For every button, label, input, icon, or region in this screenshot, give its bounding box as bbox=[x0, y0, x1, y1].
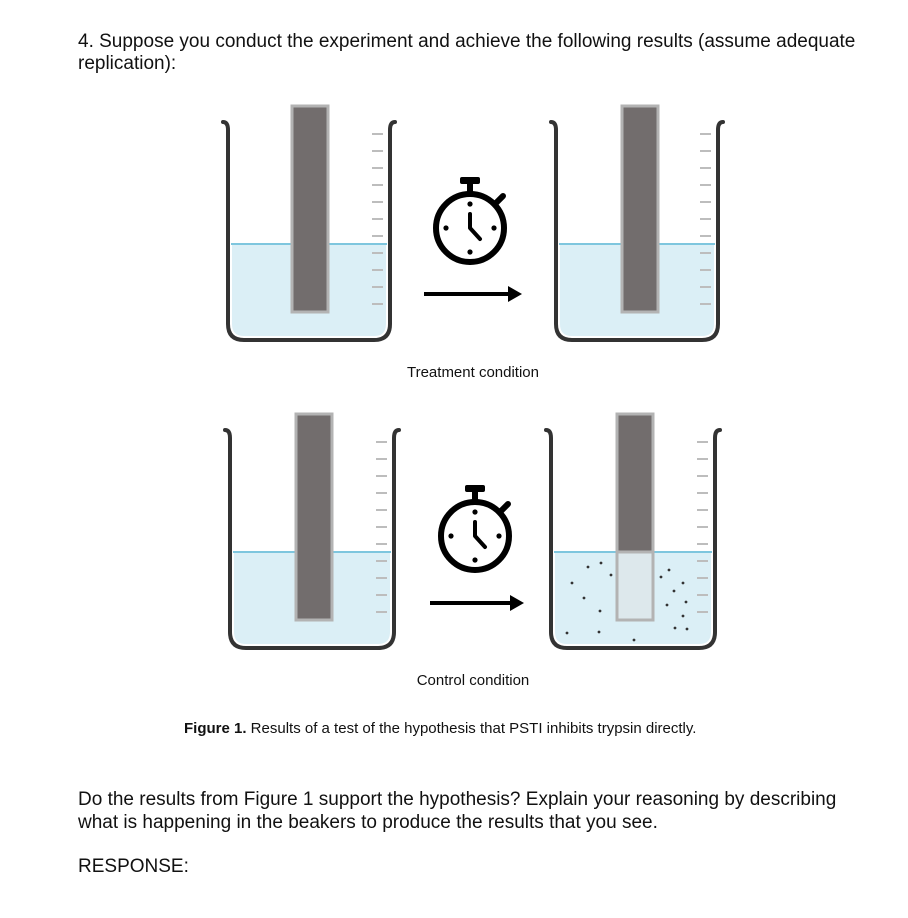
control-after-particle bbox=[565, 631, 569, 635]
control-after-particle bbox=[570, 581, 574, 585]
stopwatch-button bbox=[465, 485, 485, 492]
stopwatch-hour-mark bbox=[496, 533, 502, 539]
control-after-particle bbox=[582, 596, 586, 600]
figure-caption-text: Results of a test of the hypothesis that… bbox=[246, 720, 697, 737]
treatment-after-beaker-outline bbox=[549, 120, 725, 342]
stopwatch-hour-mark bbox=[467, 249, 473, 255]
control-after-particle bbox=[597, 630, 601, 634]
followup-question: Do the results from Figure 1 support the… bbox=[78, 789, 837, 833]
control-after-particle bbox=[632, 638, 636, 642]
control-before-film-strip bbox=[294, 412, 334, 622]
response-label: RESPONSE: bbox=[78, 856, 189, 877]
treatment-arrow-right-icon bbox=[424, 286, 522, 302]
control-after-cleared-film-base bbox=[615, 550, 655, 622]
treatment-condition-label: Treatment condition bbox=[406, 364, 539, 381]
control-condition-label: Control condition bbox=[416, 672, 530, 689]
control-after-particle bbox=[672, 589, 676, 593]
stopwatch-stem bbox=[472, 491, 478, 501]
stopwatch-hands bbox=[468, 212, 482, 241]
figure-caption: Figure 1. Results of a test of the hypot… bbox=[184, 720, 696, 738]
control-after-particle bbox=[681, 581, 685, 585]
control-after-particle bbox=[681, 614, 685, 618]
question-text: 4. Suppose you conduct the experiment an… bbox=[78, 31, 856, 74]
control-after-particle bbox=[586, 565, 590, 569]
figure-caption-number: Figure 1. bbox=[184, 720, 247, 737]
control-after-film-strip bbox=[615, 412, 655, 554]
stopwatch-button bbox=[460, 177, 480, 184]
control-stopwatch-icon bbox=[438, 485, 512, 573]
stopwatch-hour-mark bbox=[443, 225, 449, 231]
stopwatch-side-button bbox=[493, 193, 506, 206]
treatment-before-film-strip bbox=[290, 104, 330, 314]
stopwatch-hour-mark bbox=[467, 201, 473, 207]
stopwatch-hour-mark bbox=[448, 533, 454, 539]
stopwatch-hour-mark bbox=[491, 225, 497, 231]
arrow-head bbox=[510, 595, 524, 611]
control-after-particle bbox=[665, 603, 669, 607]
control-arrow-right-icon bbox=[430, 595, 524, 611]
stopwatch-stem bbox=[467, 183, 473, 193]
control-after-particle bbox=[685, 627, 689, 631]
treatment-before-beaker-outline bbox=[221, 120, 397, 342]
control-after-particle bbox=[673, 626, 677, 630]
stopwatch-hour-mark bbox=[472, 509, 478, 515]
control-after-particle bbox=[599, 561, 603, 565]
control-after-particle bbox=[667, 568, 671, 572]
treatment-stopwatch-icon bbox=[433, 177, 507, 265]
arrow-head bbox=[508, 286, 522, 302]
control-after-particle bbox=[659, 575, 663, 579]
control-after-particle bbox=[609, 573, 613, 577]
control-after-beaker-outline bbox=[544, 428, 722, 650]
control-after-particle bbox=[684, 600, 688, 604]
treatment-after-film-strip bbox=[620, 104, 660, 314]
stopwatch-hour-mark bbox=[472, 557, 478, 563]
control-before-beaker-outline bbox=[223, 428, 401, 650]
stopwatch-hands bbox=[473, 520, 487, 549]
control-after-particle bbox=[598, 609, 602, 613]
stopwatch-side-button bbox=[498, 501, 511, 514]
